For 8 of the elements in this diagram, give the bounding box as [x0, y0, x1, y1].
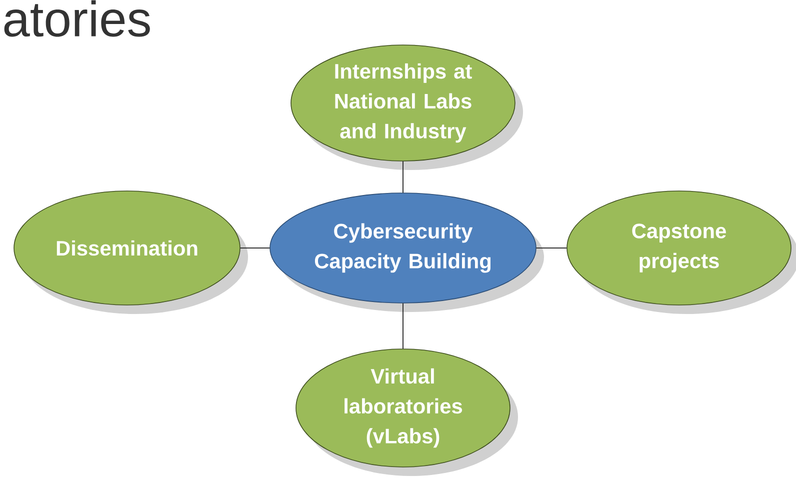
ellipse-node: Virtual laboratories (vLabs)	[296, 348, 518, 476]
ellipse-node: Cybersecurity Capacity Building	[270, 192, 544, 312]
ellipse-node: Dissemination	[14, 190, 248, 314]
connector-line	[402, 302, 404, 350]
connector-line	[402, 160, 404, 194]
heading-text: atories	[4, 0, 150, 37]
ellipse-node: Capstone projects	[566, 190, 796, 314]
ellipse-node: Internships at National Labs and Industry	[290, 44, 523, 170]
